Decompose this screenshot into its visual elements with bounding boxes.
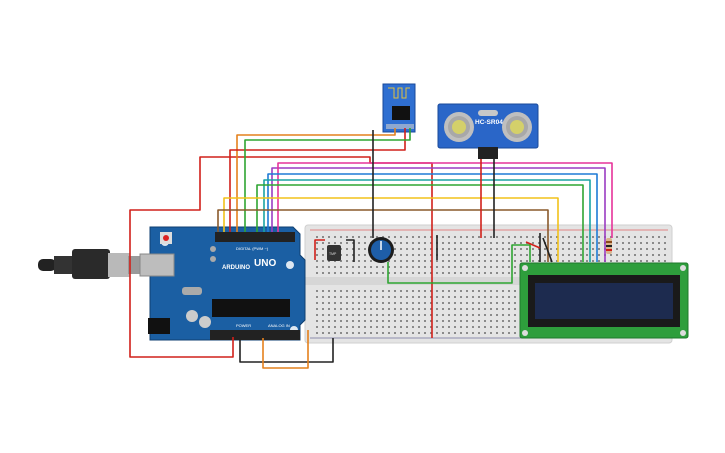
potentiometer (368, 237, 394, 263)
temperature-sensor: TMP (327, 245, 341, 261)
ultrasonic-sensor-hc-sr04: HC-SR04 (437, 103, 539, 159)
resistor (606, 238, 612, 254)
wires (129, 128, 613, 369)
lcd-16x2-display (519, 262, 689, 339)
digital-header-label: DIGITAL (PWM ~) (236, 246, 269, 251)
analog-label: ANALOG IN (268, 323, 290, 328)
esp8266-wifi-module (382, 83, 416, 133)
svg-text:TMP: TMP (329, 252, 337, 256)
arduino-uno-board: ARDUINO UNO DIGITAL (PWM ~) POWER ANALOG… (139, 226, 306, 341)
arduino-logo-text: ARDUINO (222, 265, 250, 271)
arduino-model-text: UNO (254, 258, 276, 269)
ultrasonic-model-label: HC-SR04 (475, 119, 503, 126)
power-label: POWER (236, 323, 251, 328)
usb-cable (38, 249, 140, 279)
